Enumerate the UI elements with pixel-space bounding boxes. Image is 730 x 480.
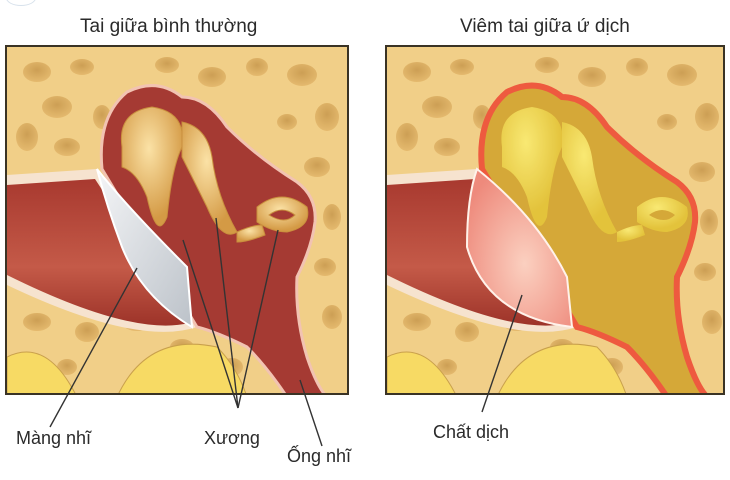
right-panel-title: Viêm tai giữa ứ dịch — [460, 16, 630, 37]
ossicles — [120, 106, 309, 243]
label-ear-canal: Ống nhĩ — [287, 446, 352, 466]
otitis-media-effusion-illustration — [385, 45, 725, 395]
eardrum — [96, 168, 194, 329]
normal-middle-ear-illustration — [5, 45, 349, 395]
decorative-corner — [6, 0, 36, 6]
left-panel-title: Tai giữa bình thường — [80, 16, 258, 37]
label-fluid: Chất dịch — [433, 422, 510, 442]
label-eardrum: Màng nhĩ — [16, 428, 92, 448]
label-ossicles: Xương — [204, 428, 260, 448]
